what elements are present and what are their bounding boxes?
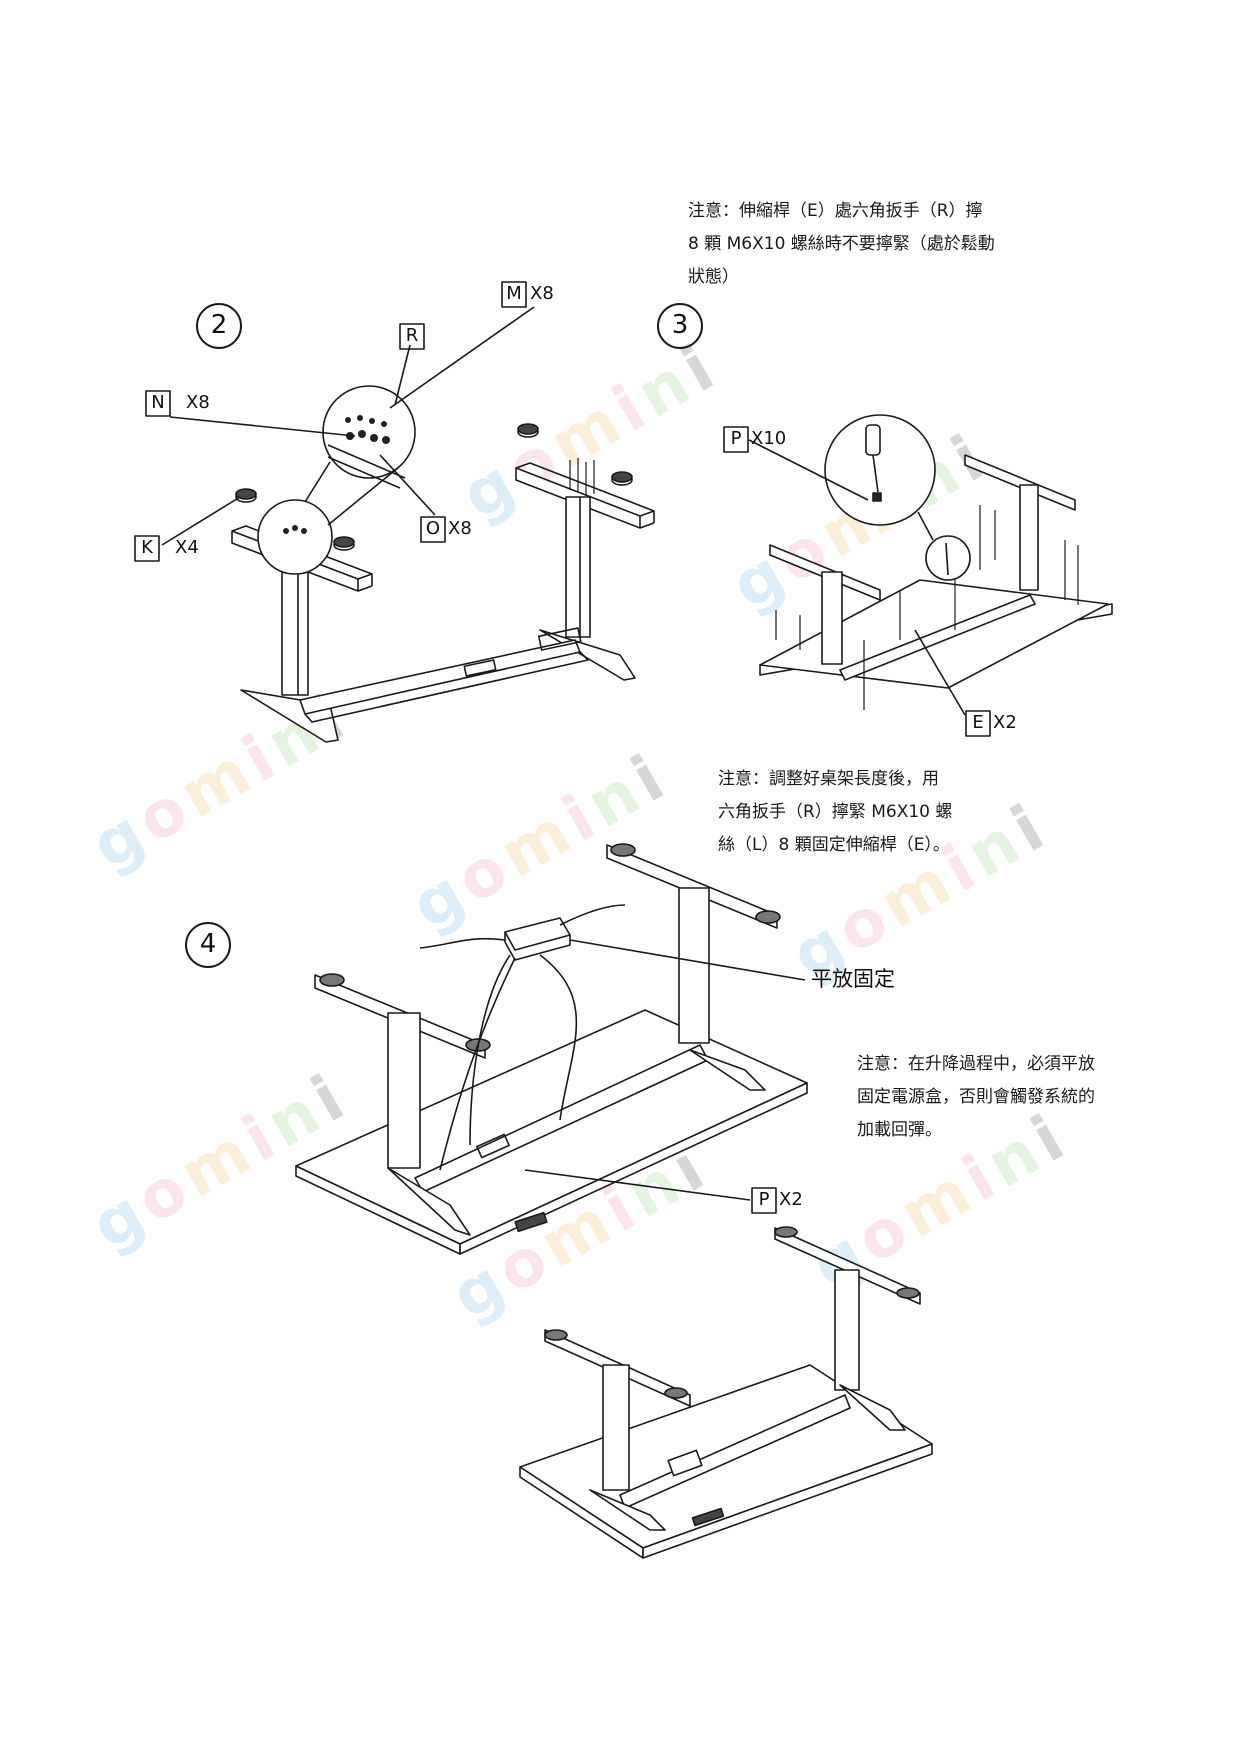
part-e-letter: E [972, 712, 984, 733]
note-step-3: 注意：伸縮桿（E）處六角扳手（R）擰 8 顆 M6X10 螺絲時不要擰緊（處於鬆… [688, 195, 1028, 294]
step-3-figure [748, 414, 1113, 716]
step-4-figure [295, 843, 808, 1255]
note-line: 注意：伸縮桿（E）處六角扳手（R）擰 [688, 201, 983, 221]
note-line: 絲（L）8 顆固定伸縮桿（E）。 [718, 835, 950, 855]
part-n-letter: N [151, 392, 165, 413]
step-number-4: 4 [199, 929, 217, 959]
note-line: 加載回彈。 [857, 1120, 942, 1140]
part-m-qty: X8 [530, 283, 554, 304]
part-o-letter: O [425, 518, 441, 539]
part-r-letter: R [405, 325, 419, 346]
part-p-qty: X10 [751, 428, 787, 449]
note-line: 注意：在升降過程中，必須平放 [857, 1054, 1095, 1074]
part-k-qty: X4 [175, 537, 199, 558]
step-number-2: 2 [210, 310, 228, 340]
note-line: 六角扳手（R）擰緊 M6X10 螺 [718, 802, 953, 822]
part-k-letter: K [141, 537, 153, 558]
note-line: 8 顆 M6X10 螺絲時不要擰緊（處於鬆動 [688, 234, 995, 254]
power-box-callout: 平放固定 [811, 967, 895, 991]
step-number-3: 3 [671, 310, 689, 340]
part-m-letter: M [506, 283, 522, 304]
part-p2-letter: P [758, 1189, 770, 1210]
part-p-letter: P [730, 428, 742, 449]
final-desk-figure [519, 1226, 933, 1559]
part-p2-qty: X2 [779, 1189, 803, 1210]
note-line: 注意：調整好桌架長度後，用 [718, 769, 939, 789]
part-e-qty: X2 [993, 712, 1017, 733]
part-o-qty: X8 [448, 518, 472, 539]
note-power-box: 注意：在升降過程中，必須平放 固定電源盒，否則會觸發系統的 加載回彈。 [857, 1048, 1127, 1147]
note-line: 固定電源盒，否則會觸發系統的 [857, 1087, 1095, 1107]
part-n-qty: X8 [186, 392, 210, 413]
note-line: 狀態） [688, 267, 739, 287]
step-2-figure [161, 306, 655, 743]
note-adjust-length: 注意：調整好桌架長度後，用 六角扳手（R）擰緊 M6X10 螺 絲（L）8 顆固… [718, 763, 978, 862]
